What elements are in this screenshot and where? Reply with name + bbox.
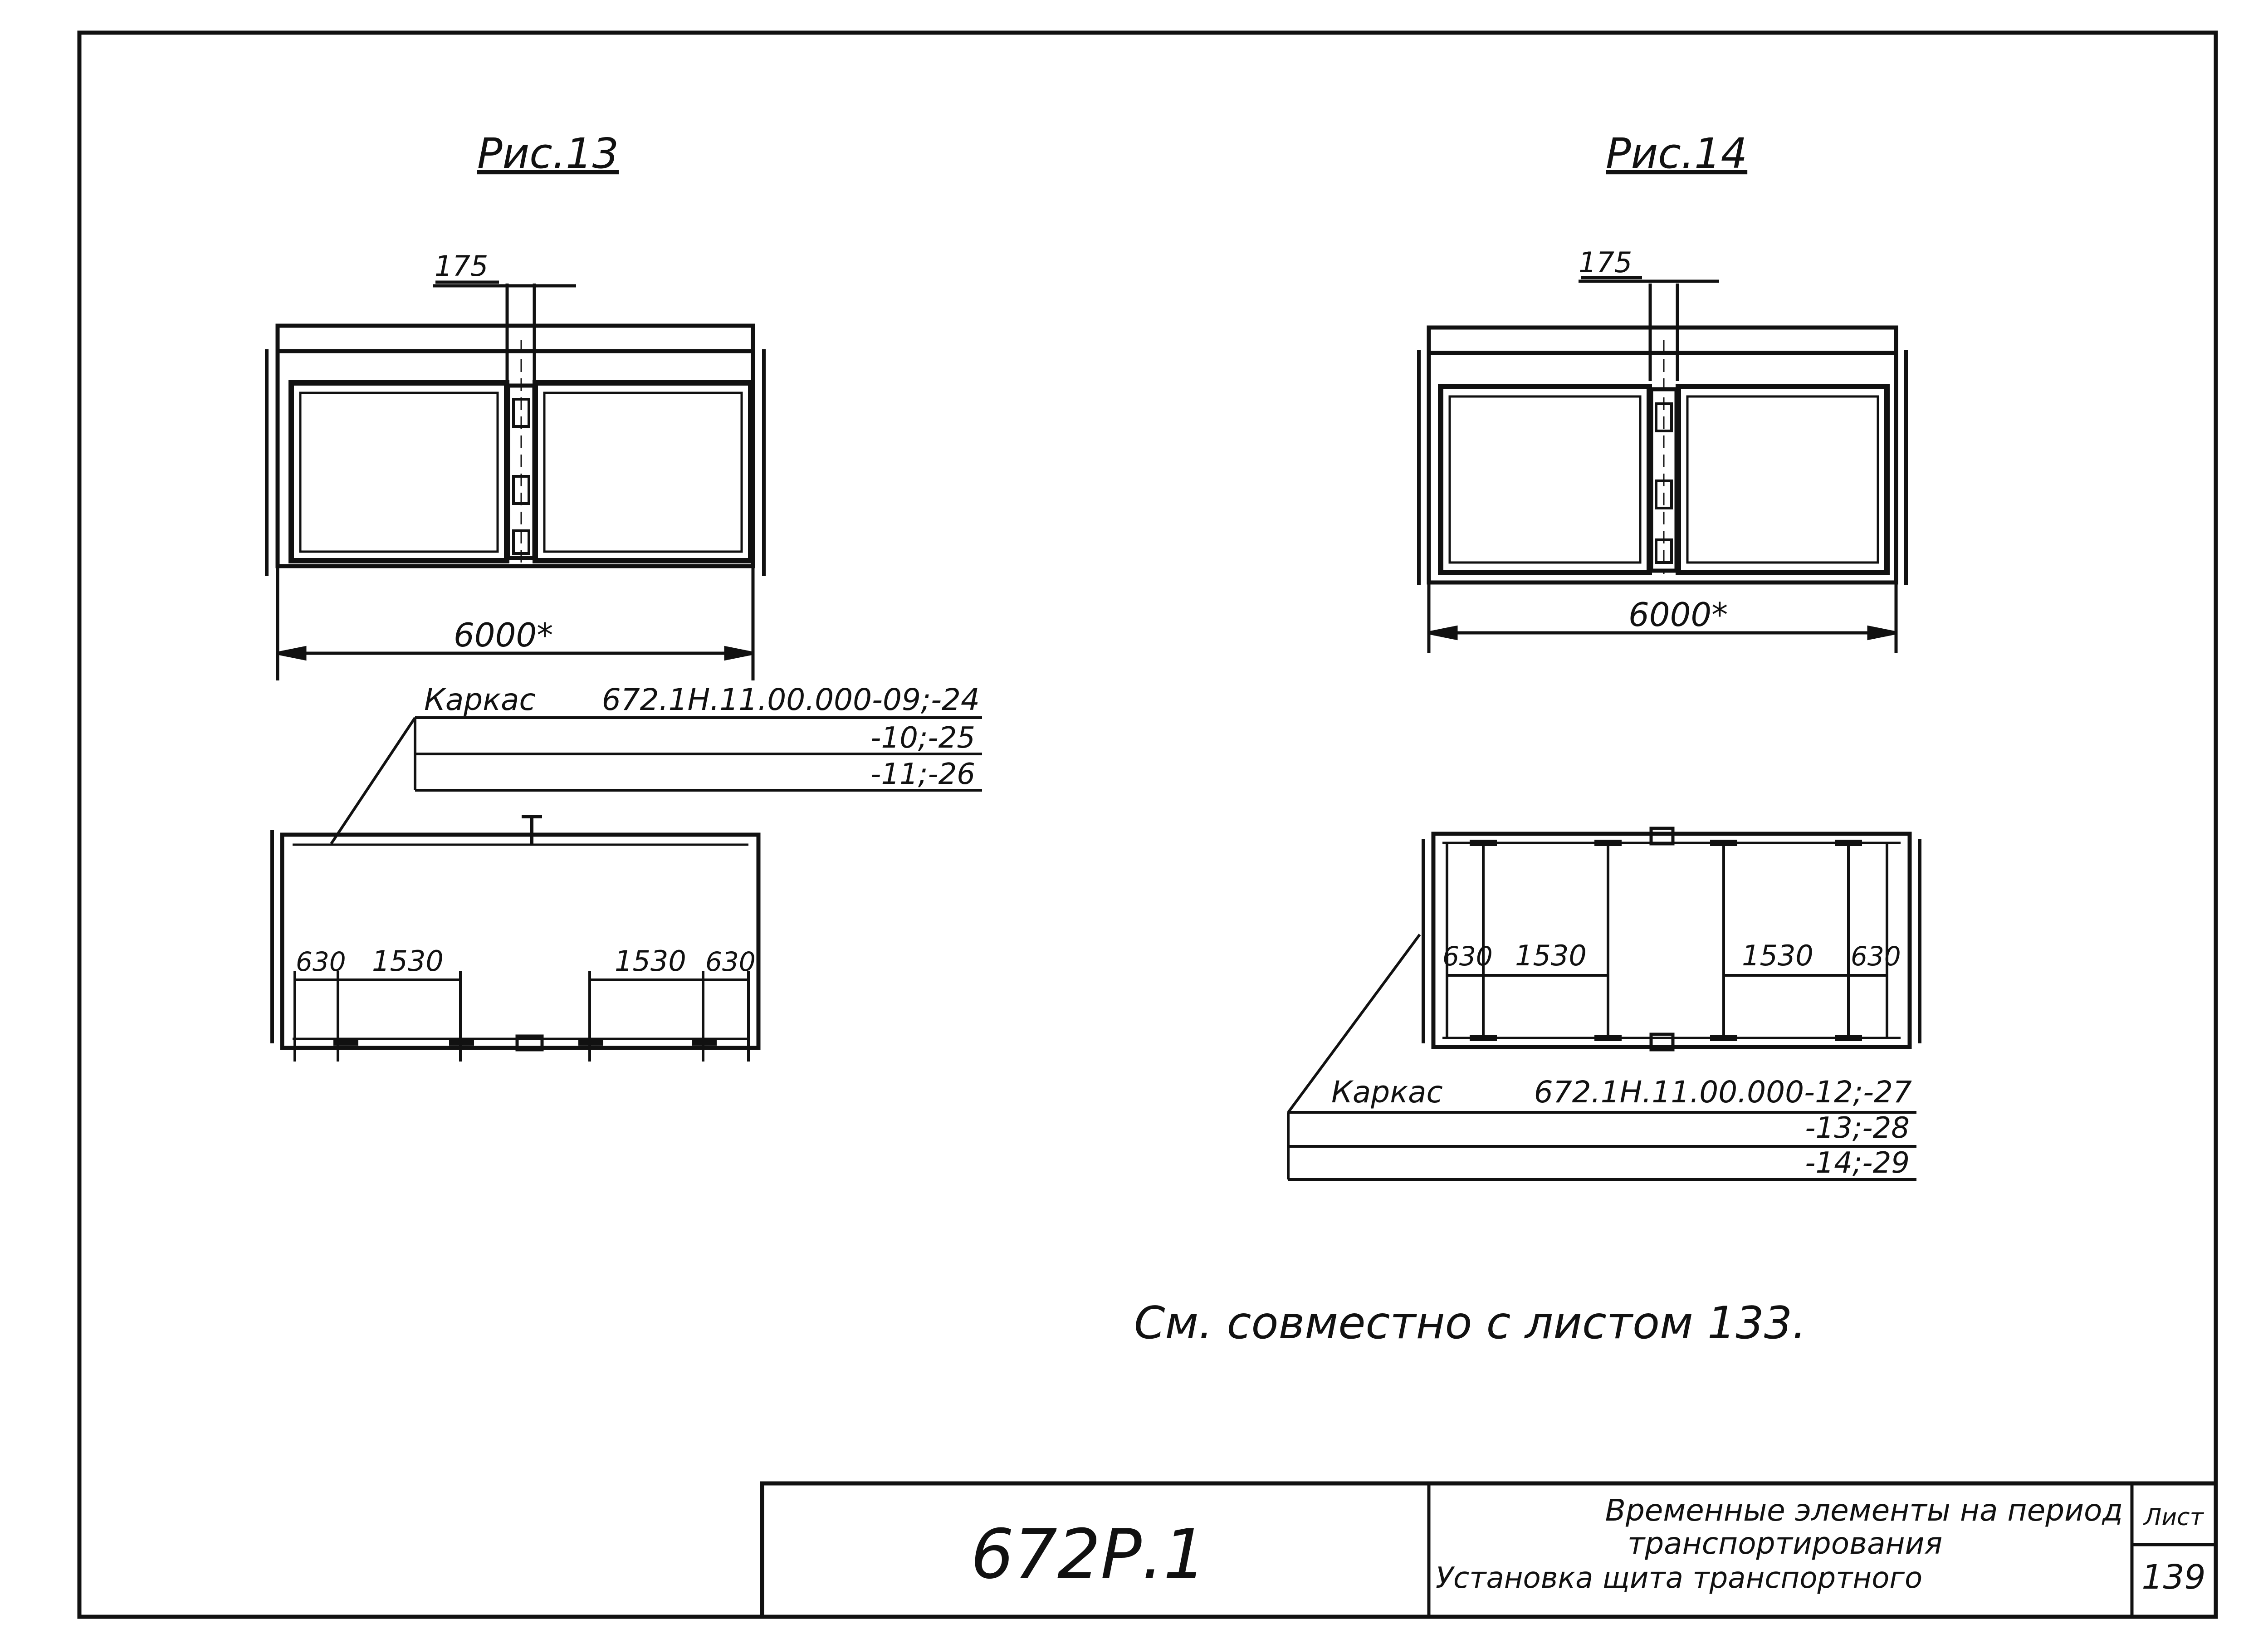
figure-13-spacing-dimensions (293, 971, 750, 1062)
figure-14: Рис.14 175 (1287, 129, 1921, 1181)
figure-14-frame-name: Каркас (1331, 1075, 1443, 1110)
figure-13-caption: Рис.13 (477, 129, 619, 178)
figure-14-dim-b2: 1530 (1742, 939, 1813, 972)
figure-13-frame-code-1: 672.1Н.11.00.000-09;-24 (602, 682, 980, 717)
drawing-title-line-2: транспортирования (1628, 1526, 1942, 1561)
figure-13-dim-b2: 1530 (615, 944, 686, 978)
figure-13-frame-leader (330, 716, 982, 845)
figure-14-frame-leader (1287, 934, 1916, 1181)
figure-13-frame-name: Каркас (424, 682, 536, 717)
figure-13-dim-a1: 630 (296, 946, 346, 977)
figure-14-dim-length: 6000* (1628, 596, 1728, 634)
figure-14-offset-dimension (1579, 276, 1719, 381)
sheet-label: Лист (2143, 1504, 2204, 1531)
figure-13-frame-code-2: -10;-25 (870, 721, 975, 755)
figure-14-dim-b1: 1530 (1515, 939, 1587, 972)
sheet-border (77, 30, 2218, 1619)
sheet-number: 139 (2141, 1558, 2205, 1597)
figure-13-length-dimension (276, 567, 755, 680)
figure-13-frame-code-3: -11;-26 (870, 758, 975, 791)
figure-13-dim-length: 6000* (454, 616, 553, 654)
figure-14-frame-code-1: 672.1Н.11.00.000-12;-27 (1534, 1075, 1912, 1110)
figure-13-offset-dimension (433, 280, 576, 381)
figure-13-dim-b1: 1530 (372, 944, 444, 978)
figure-14-frame-code-3: -14;-29 (1805, 1146, 1910, 1180)
figure-14-length-dimension (1427, 583, 1898, 653)
figure-14-spacing-dimensions (1446, 840, 1888, 1041)
drawing-title-line-1: Временные элементы на период (1605, 1493, 2123, 1528)
cross-reference-note: См. совместно с листом 133. (1134, 1297, 1806, 1349)
figure-14-top-view (1417, 325, 1908, 585)
figure-13-dim-a2: 630 (705, 946, 756, 977)
figure-14-side-view (1422, 827, 1921, 1052)
figure-13-side-view (270, 815, 761, 1052)
figure-13-top-view (265, 323, 766, 576)
document-code: 672Р.1 (971, 1515, 1207, 1594)
figure-14-dim-a2: 630 (1851, 941, 1901, 972)
title-block (760, 1481, 2218, 1619)
figure-14-dim-a1: 630 (1442, 941, 1493, 972)
drawing-title-line-3: Установка щита транспортного (1436, 1561, 1922, 1595)
figure-13: Рис.13 175 (265, 129, 982, 1062)
figure-14-dim-offset: 175 (1579, 246, 1632, 279)
figure-14-caption: Рис.14 (1606, 129, 1747, 178)
figure-13-dim-offset: 175 (435, 250, 488, 283)
figure-14-frame-code-2: -13;-28 (1805, 1111, 1910, 1145)
